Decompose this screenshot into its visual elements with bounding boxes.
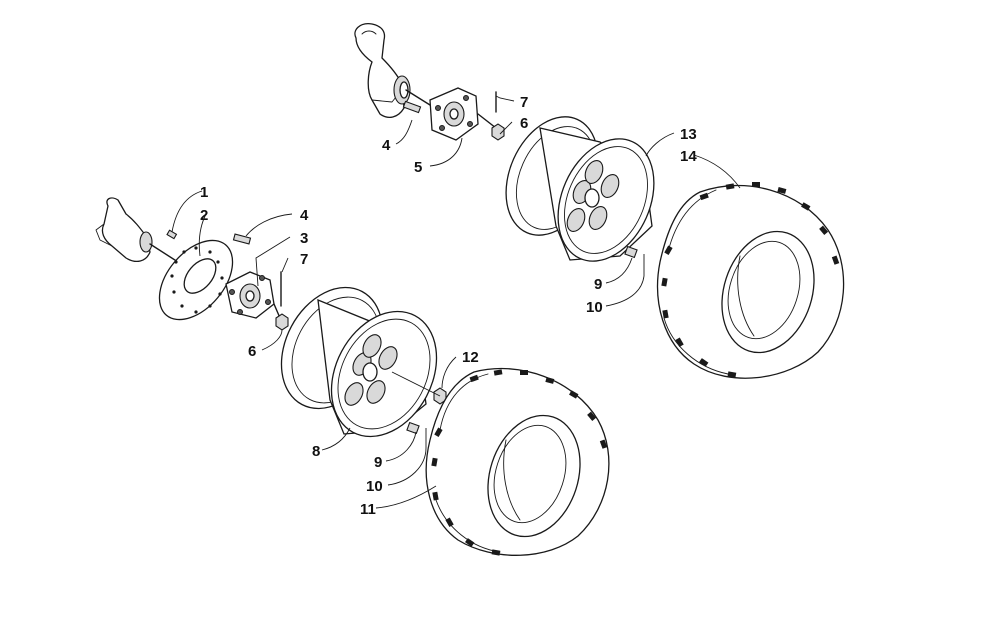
lower-wheel-hub (225, 271, 281, 319)
upper-steering-knuckle (354, 23, 431, 119)
front-wheel-rim (280, 286, 438, 438)
rear-tire (656, 182, 845, 379)
upper-hub-nut (491, 123, 505, 141)
callout-9-front: 9 (374, 454, 382, 471)
rear-valve-stem (624, 245, 638, 259)
callout-6-upper: 6 (520, 115, 528, 132)
callout-6-lower: 6 (248, 343, 256, 360)
callout-8: 8 (312, 443, 320, 460)
callout-7-lower: 7 (300, 251, 308, 268)
rear-wheel-rim (505, 116, 655, 262)
lower-hub-bolt (232, 233, 252, 245)
leader-lines (171, 95, 741, 509)
upper-wheel-hub (429, 87, 497, 141)
callout-12: 12 (462, 349, 479, 366)
callout-2: 2 (200, 207, 208, 224)
callout-4-upper: 4 (382, 137, 391, 154)
lower-steering-knuckle (95, 197, 179, 263)
callout-10-rear: 10 (586, 299, 603, 316)
front-valve-stem (406, 421, 420, 435)
brake-disc-bolt (166, 229, 178, 240)
callout-1: 1 (200, 184, 208, 201)
callout-5: 5 (414, 159, 422, 176)
callout-14: 14 (680, 148, 697, 165)
callout-3: 3 (300, 230, 308, 247)
callout-9-rear: 9 (594, 276, 602, 293)
front-tire (425, 368, 610, 556)
callout-13: 13 (680, 126, 697, 143)
callout-11: 11 (360, 501, 376, 518)
callout-labels: 1 2 4 3 7 6 8 12 9 10 11 7 6 4 5 13 14 9… (200, 94, 697, 518)
callout-7-upper: 7 (520, 94, 528, 111)
upper-hub-bolt (402, 100, 422, 114)
callout-4-lower: 4 (300, 207, 309, 224)
callout-10-front: 10 (366, 478, 383, 495)
lower-hub-nut (275, 313, 289, 331)
brake-disc (158, 239, 234, 321)
